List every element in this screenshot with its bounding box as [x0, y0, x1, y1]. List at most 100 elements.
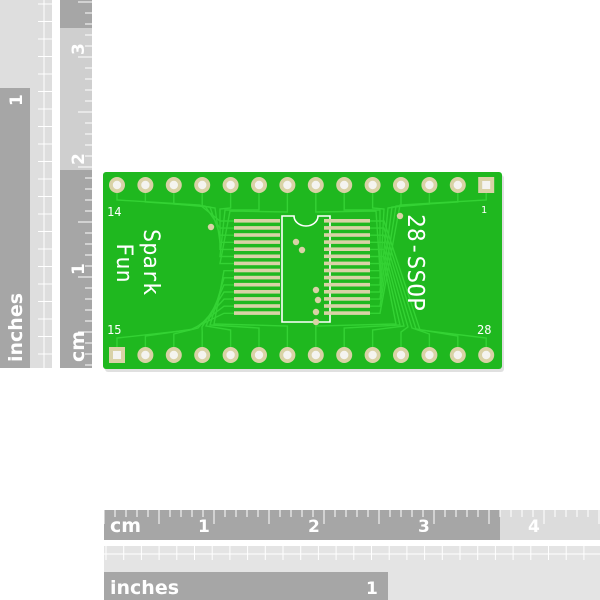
header-hole [198, 350, 207, 360]
vertical-cm-number-3: 3 [69, 43, 89, 55]
ssop-pad-left [234, 233, 280, 237]
header-hole [425, 350, 434, 360]
ssop-pad-right [324, 268, 370, 273]
ssop-pad-right [324, 219, 370, 223]
ssop-pad-left [234, 282, 280, 287]
vertical-inches-label: inches [5, 293, 27, 362]
trace [370, 248, 405, 347]
ssop-pad-left [234, 247, 280, 251]
pcb-board: 14 1 15 28 Spark Fun 28-SSOP [103, 172, 504, 372]
copper-traces [116, 193, 487, 347]
pin-label-14: 14 [107, 205, 121, 219]
vertical-cm-strip-dark [60, 170, 92, 368]
ssop-pad-right [324, 247, 370, 251]
header-hole [340, 350, 349, 360]
vertical-ruler-ticks [38, 0, 92, 368]
ssop-pad-right [324, 226, 370, 230]
ssop-pad-left [234, 226, 280, 230]
header-hole [453, 180, 462, 190]
header-hole [226, 350, 235, 360]
horizontal-cm-label: cm [110, 515, 141, 537]
ssop-pad-right [324, 304, 370, 308]
ssop-pad-left [234, 261, 280, 266]
ssop-pad-right [324, 290, 370, 294]
ssop-pad-right [324, 297, 370, 301]
horizontal-inches-label: inches [110, 577, 179, 599]
header-hole [198, 180, 207, 190]
header-hole [254, 180, 264, 190]
trace [201, 291, 234, 347]
horizontal-ruler: cm 1 2 3 4 inches 1 [103, 510, 600, 600]
ssop-pads [234, 219, 370, 315]
header-hole [482, 181, 491, 189]
header-hole [311, 350, 320, 360]
ssop-pad-right [324, 275, 370, 280]
ssop-pad-left [234, 240, 280, 244]
ssop-pad-left [234, 268, 280, 273]
chip-outline [281, 215, 331, 323]
header-hole [254, 350, 264, 360]
trace [213, 270, 289, 347]
trace [370, 193, 431, 300]
brand-label-fun: Fun [111, 243, 136, 283]
header-hole [396, 350, 406, 360]
header-hole [113, 351, 121, 359]
trace [370, 193, 402, 293]
ssop-pad-right [324, 240, 370, 244]
pin-label-15: 15 [107, 323, 121, 337]
header-hole [283, 350, 292, 360]
trace [370, 193, 459, 307]
ssop-pad-right [324, 261, 370, 266]
vertical-cm-strip-top [60, 0, 92, 28]
trace [370, 220, 487, 347]
via [312, 318, 320, 326]
ssop-pad-right [324, 233, 370, 237]
pin-label-1: 1 [481, 205, 487, 216]
via [314, 296, 322, 304]
header-hole [425, 180, 434, 190]
trace [219, 193, 234, 251]
pin-label-28: 28 [477, 323, 491, 337]
horizontal-cm-number-1: 1 [198, 517, 210, 537]
via [292, 238, 300, 246]
ssop-pad-left [234, 311, 280, 315]
ssop-pad-left [234, 297, 280, 301]
horizontal-cm-number-3: 3 [418, 517, 430, 537]
header-hole [169, 180, 178, 190]
ssop-pad-left [234, 254, 280, 259]
trace [173, 298, 234, 347]
header-hole [482, 350, 491, 360]
header-hole [141, 180, 150, 190]
header-hole [311, 180, 320, 190]
part-label: 28-SSOP [402, 214, 428, 311]
trace [343, 193, 381, 279]
ssop-pad-right [324, 254, 370, 259]
horizontal-inch-number: 1 [366, 579, 378, 599]
horizontal-cm-number-2: 2 [308, 517, 320, 537]
header-hole [368, 350, 377, 360]
trace [315, 193, 381, 272]
vias [207, 212, 404, 326]
horizontal-cm-number-4: 4 [528, 517, 540, 537]
trace [370, 193, 487, 314]
vertical-cm-label: cm [67, 331, 89, 362]
ssop-pad-left [234, 290, 280, 294]
ssop-pad-left [234, 275, 280, 280]
trace [370, 227, 459, 347]
header-hole [283, 180, 292, 190]
via [396, 212, 404, 220]
header-hole [340, 180, 349, 190]
vertical-inch-number: 1 [7, 94, 27, 106]
trace [219, 193, 289, 265]
via [207, 223, 215, 231]
vertical-cm-number-1: 1 [69, 263, 89, 275]
trace [204, 284, 234, 347]
ssop-pad-right [324, 311, 370, 315]
horizontal-inch-strip-dark [104, 572, 388, 600]
trace [370, 234, 431, 347]
header-hole [368, 180, 377, 190]
trace [209, 277, 260, 347]
via [312, 308, 320, 316]
ssop-pad-right [324, 282, 370, 287]
